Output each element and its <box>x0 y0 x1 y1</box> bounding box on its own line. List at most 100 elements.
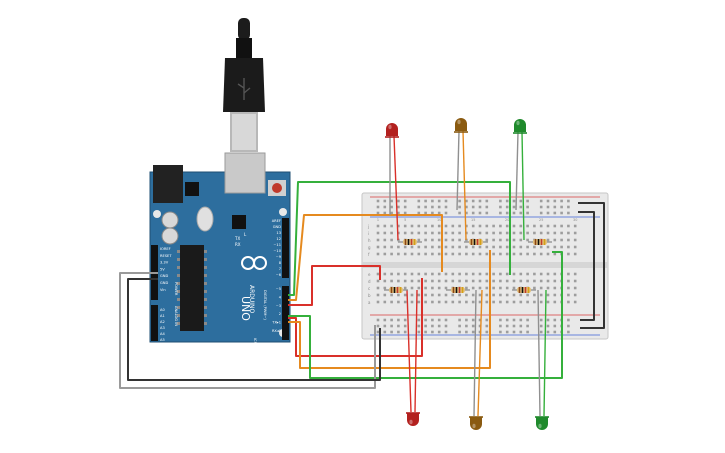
breadboard-hole[interactable] <box>512 231 516 235</box>
breadboard-hole[interactable] <box>424 199 427 203</box>
breadboard-hole[interactable] <box>431 293 434 297</box>
breadboard-hole[interactable] <box>403 330 407 334</box>
breadboard-hole[interactable] <box>567 252 570 256</box>
breadboard-hole[interactable] <box>573 245 577 249</box>
breadboard-hole[interactable] <box>417 293 421 297</box>
breadboard-hole[interactable] <box>444 238 448 242</box>
breadboard-hole[interactable] <box>526 205 529 209</box>
breadboard-hole[interactable] <box>437 238 441 242</box>
breadboard-hole[interactable] <box>417 324 421 328</box>
breadboard-hole[interactable] <box>499 300 502 304</box>
breadboard-hole[interactable] <box>485 324 489 328</box>
breadboard-hole[interactable] <box>519 300 523 304</box>
breadboard-hole[interactable] <box>553 330 557 334</box>
breadboard-hole[interactable] <box>519 205 523 209</box>
breadboard-hole[interactable] <box>519 245 523 249</box>
breadboard-hole[interactable] <box>526 293 529 297</box>
breadboard-hole[interactable] <box>383 211 387 215</box>
breadboard-hole[interactable] <box>410 245 414 249</box>
breadboard-hole[interactable] <box>471 211 475 215</box>
breadboard-hole[interactable] <box>383 318 387 322</box>
breadboard-hole[interactable] <box>437 300 441 304</box>
breadboard-hole[interactable] <box>539 211 543 215</box>
breadboard-hole[interactable] <box>533 300 536 304</box>
breadboard-hole[interactable] <box>505 330 509 334</box>
breadboard-hole[interactable] <box>471 205 475 209</box>
breadboard-hole[interactable] <box>444 231 448 235</box>
breadboard-hole[interactable] <box>567 286 570 290</box>
wire-black-rail-right-top[interactable] <box>578 202 605 329</box>
breadboard-hole[interactable] <box>519 211 523 215</box>
led[interactable] <box>469 416 483 430</box>
breadboard-hole[interactable] <box>526 324 529 328</box>
breadboard-hole[interactable] <box>553 324 557 328</box>
breadboard-hole[interactable] <box>417 205 421 209</box>
breadboard-hole[interactable] <box>397 252 400 256</box>
breadboard-hole[interactable] <box>553 231 557 235</box>
breadboard-hole[interactable] <box>499 245 502 249</box>
breadboard-hole[interactable] <box>390 245 393 249</box>
breadboard-hole[interactable] <box>465 252 468 256</box>
breadboard-hole[interactable] <box>451 293 455 297</box>
breadboard-hole[interactable] <box>553 205 557 209</box>
breadboard-hole[interactable] <box>505 211 509 215</box>
breadboard-hole[interactable] <box>512 224 516 228</box>
breadboard-hole[interactable] <box>533 286 536 290</box>
breadboard-hole[interactable] <box>431 199 434 203</box>
breadboard-hole[interactable] <box>444 300 448 304</box>
breadboard-hole[interactable] <box>485 231 489 235</box>
wire-red-bottom-signal[interactable] <box>288 278 423 357</box>
breadboard-hole[interactable] <box>573 300 577 304</box>
breadboard-hole[interactable] <box>526 211 529 215</box>
breadboard-hole[interactable] <box>499 279 502 283</box>
arduino-board[interactable]: ARDUINO UNO L TX RX ICSP IOREFRESET3.3V5… <box>149 152 291 347</box>
breadboard-hole[interactable] <box>519 324 523 328</box>
breadboard-hole[interactable] <box>417 238 421 242</box>
breadboard-hole[interactable] <box>465 224 468 228</box>
breadboard-hole[interactable] <box>471 279 475 283</box>
breadboard-hole[interactable] <box>390 199 393 203</box>
breadboard-hole[interactable] <box>512 293 516 297</box>
breadboard-hole[interactable] <box>478 199 482 203</box>
breadboard-hole[interactable] <box>444 199 448 203</box>
breadboard-hole[interactable] <box>526 330 529 334</box>
digital-header-low[interactable] <box>282 286 289 340</box>
breadboard-hole[interactable] <box>533 224 536 228</box>
breadboard-hole[interactable] <box>437 279 441 283</box>
breadboard-hole[interactable] <box>444 286 448 290</box>
breadboard-hole[interactable] <box>485 279 489 283</box>
breadboard-hole[interactable] <box>397 330 400 334</box>
breadboard-hole[interactable] <box>539 330 543 334</box>
breadboard-hole[interactable] <box>553 252 557 256</box>
breadboard-hole[interactable] <box>403 324 407 328</box>
breadboard-hole[interactable] <box>451 272 455 276</box>
resistor[interactable] <box>512 287 536 293</box>
breadboard-hole[interactable] <box>512 238 516 242</box>
breadboard-hole[interactable] <box>471 272 475 276</box>
breadboard-hole[interactable] <box>505 272 509 276</box>
breadboard-hole[interactable] <box>458 293 461 297</box>
breadboard-hole[interactable] <box>437 293 441 297</box>
breadboard-hole[interactable] <box>478 211 482 215</box>
breadboard-hole[interactable] <box>478 224 482 228</box>
breadboard-hole[interactable] <box>444 279 448 283</box>
breadboard-hole[interactable] <box>437 330 441 334</box>
breadboard-hole[interactable] <box>465 199 468 203</box>
breadboard-hole[interactable] <box>526 231 529 235</box>
breadboard-hole[interactable] <box>560 205 563 209</box>
breadboard-hole[interactable] <box>451 252 455 256</box>
breadboard-hole[interactable] <box>376 211 380 215</box>
breadboard-hole[interactable] <box>499 231 502 235</box>
breadboard-hole[interactable] <box>567 279 570 283</box>
breadboard-hole[interactable] <box>546 330 550 334</box>
breadboard-hole[interactable] <box>451 231 455 235</box>
breadboard-hole[interactable] <box>431 245 434 249</box>
breadboard-hole[interactable] <box>505 300 509 304</box>
breadboard-hole[interactable] <box>519 231 523 235</box>
breadboard-hole[interactable] <box>424 300 427 304</box>
breadboard-hole[interactable] <box>499 224 502 228</box>
breadboard-hole[interactable] <box>492 279 495 283</box>
breadboard-hole[interactable] <box>437 224 441 228</box>
breadboard-hole[interactable] <box>546 318 550 322</box>
breadboard-hole[interactable] <box>492 272 495 276</box>
